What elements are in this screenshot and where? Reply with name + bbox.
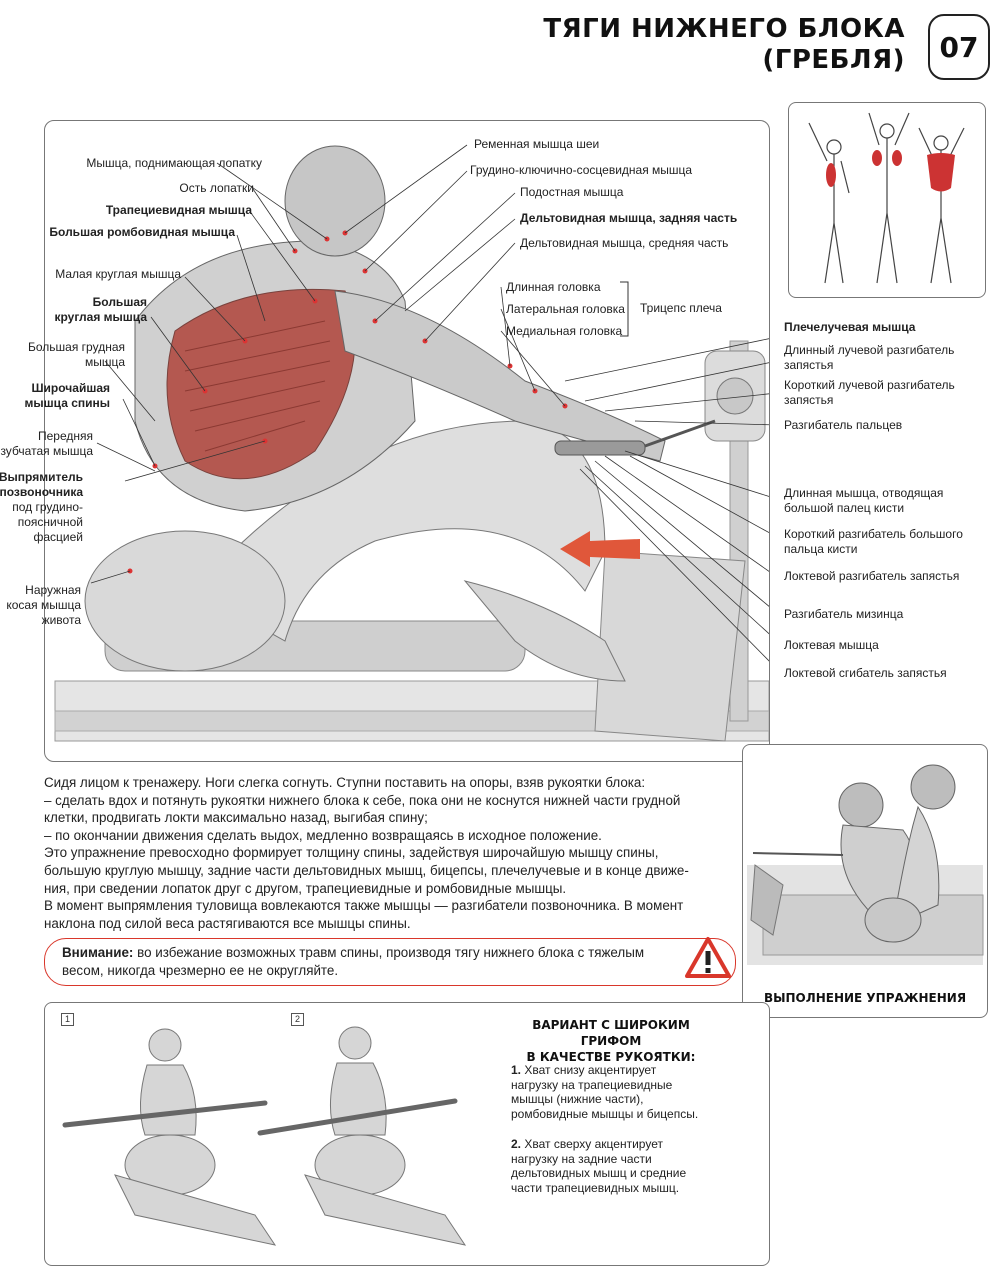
variant-item-1: 1. Хват снизу акцентирует нагрузку на тр… — [511, 1063, 751, 1121]
label-external-oblique-3: живота — [41, 613, 81, 627]
warning-text: Внимание: во избежание возможных травм с… — [62, 944, 682, 979]
description-line: – сделать вдох и потянуть рукоятки нижне… — [44, 792, 681, 808]
label-extensor-digitorum: Разгибатель пальцев — [784, 418, 903, 432]
description-line: ния, при сведении лопаток друг с другом,… — [44, 880, 567, 896]
label-erector-2: позвоночника — [0, 485, 83, 499]
label-ecu: Локтевой разгибатель запястья — [784, 569, 960, 583]
label-posterior-deltoid: Дельтовидная мышца, задняя часть — [520, 211, 738, 225]
description-line: Сидя лицом к тренажеру. Ноги слегка согн… — [44, 775, 646, 790]
variant-item-2: 2. Хват сверху акцентирует нагрузку на з… — [511, 1137, 751, 1195]
label-external-oblique-1: Наружная — [25, 583, 81, 597]
frame-number-2: 2 — [291, 1013, 304, 1026]
label-teres-minor: Малая круглая мышца — [55, 267, 181, 281]
exercise-description: Сидя лицом к тренажеру. Ноги слегка согн… — [44, 774, 734, 932]
label-infraspinatus: Подостная мышца — [520, 185, 624, 199]
triceps-bracket — [620, 281, 629, 337]
variant-item-2-number: 2. — [511, 1137, 522, 1151]
variant-item-2-line: части трапециевидных мышц. — [511, 1180, 680, 1195]
variant-item-2-line: Хват сверху акцентирует — [521, 1137, 663, 1151]
label-epb-1: Короткий разгибатель большого — [784, 527, 963, 541]
label-anconeus: Локтевая мышца — [784, 638, 879, 652]
description-line: В момент выпрямления туловища вовлекаютс… — [44, 898, 684, 914]
label-ecrb-1: Короткий лучевой разгибатель — [784, 378, 955, 392]
label-epb-2: пальца кисти — [784, 542, 858, 556]
label-triceps-long-head: Длинная головка — [506, 280, 601, 294]
execution-caption: ВЫПОЛНЕНИЕ УПРАЖНЕНИЯ — [763, 991, 967, 1005]
variant-title-line-2: В КАЧЕСТВЕ РУКОЯТКИ: — [526, 1050, 696, 1064]
label-triceps-medial-head: Медиальная головка — [506, 324, 623, 338]
execution-photo-illustration — [747, 764, 984, 965]
muscle-map-figures — [808, 112, 965, 284]
description-line: клетки, продвигать локти максимально наз… — [44, 810, 428, 826]
label-fcu: Локтевой сгибатель запястья — [784, 666, 947, 680]
variant-item-1-number: 1. — [511, 1063, 522, 1077]
wide-grip-illustrations — [62, 1026, 467, 1246]
title-line-2: (ГРЕБЛЯ) — [762, 45, 905, 75]
label-rhomboid-major: Большая ромбовидная мышца — [49, 225, 235, 239]
label-scapular-spine: Ость лопатки — [179, 181, 254, 195]
warning-line-2: весом, никогда чрезмерно ее не округляйт… — [62, 962, 339, 978]
label-apl-1: Длинная мышца, отводящая — [784, 486, 944, 500]
variant-item-2-line: дельтовидных мышц и средние — [511, 1166, 687, 1180]
frame-number-1: 1 — [61, 1013, 74, 1026]
rowing-anatomy-illustration — [54, 144, 778, 742]
label-erector-3: под грудино- — [12, 500, 83, 514]
label-trapezius: Трапециевидная мышца — [105, 203, 252, 217]
label-ecrl-1: Длинный лучевой разгибатель — [784, 343, 955, 357]
warning-label: Внимание: — [62, 945, 134, 960]
label-erector-5: фасцией — [33, 530, 84, 544]
label-pectoralis-major-2: мышца — [84, 355, 125, 369]
label-serratus-1: Передняя — [37, 429, 93, 443]
label-levator-scapulae: Мышца, поднимающая лопатку — [86, 156, 262, 170]
description-line: Это упражнение превосходно формирует тол… — [44, 845, 659, 861]
main-illustration-panel — [44, 120, 778, 762]
label-edm: Разгибатель мизинца — [784, 607, 904, 621]
variant-item-1-line: мышцы (нижние части), — [511, 1092, 644, 1106]
label-triceps: Трицепс плеча — [640, 301, 722, 315]
label-middle-deltoid: Дельтовидная мышца, средняя часть — [520, 236, 729, 250]
label-teres-major-2: круглая мышца — [54, 310, 147, 324]
variant-item-1-line: нагрузку на трапециевидные — [511, 1077, 673, 1092]
label-sternocleidomastoid: Грудино-ключично-сосцевидная мышца — [470, 163, 693, 177]
variant-item-1-line: Хват снизу акцентирует — [521, 1063, 657, 1077]
label-triceps-lateral-head: Латеральная головка — [506, 302, 625, 316]
label-serratus-2: зубчатая мышца — [0, 444, 93, 458]
label-ecrb-2: запястья — [784, 393, 834, 407]
label-erector-4: поясничной — [17, 515, 83, 529]
variant-title-line-1: ВАРИАНТ С ШИРОКИМ ГРИФОМ — [532, 1018, 690, 1048]
variant-item-1-line: ромбовидные мышцы и бицепсы. — [511, 1106, 699, 1121]
label-erector-1: Выпрямитель — [0, 470, 83, 484]
label-brachioradialis: Плечелучевая мышца — [784, 320, 916, 334]
label-pectoralis-major-1: Большая грудная — [28, 340, 125, 354]
warning-triangle-icon — [685, 937, 731, 978]
warning-box — [44, 938, 736, 986]
variant-item-2-line: нагрузку на задние части — [511, 1151, 652, 1166]
exercise-number-badge: 07 — [928, 14, 990, 80]
label-ecrl-2: запястья — [784, 358, 834, 372]
page-title: ТЯГИ НИЖНЕГО БЛОКА (ГРЕБЛЯ) — [543, 14, 905, 76]
label-teres-major-1: Большая — [92, 295, 147, 309]
execution-panel: ВЫПОЛНЕНИЕ УПРАЖНЕНИЯ — [742, 744, 988, 1018]
muscle-map-panel — [788, 102, 986, 298]
description-line: наклона под силой веса растягиваются все… — [44, 915, 411, 931]
title-line-1: ТЯГИ НИЖНЕГО БЛОКА — [543, 14, 905, 44]
label-external-oblique-2: косая мышца — [6, 598, 81, 612]
label-apl-2: большой палец кисти — [784, 501, 905, 515]
warning-line-1: во избежание возможных травм спины, прои… — [133, 945, 645, 960]
label-latissimus-1: Широчайшая — [31, 381, 111, 395]
variant-title: ВАРИАНТ С ШИРОКИМ ГРИФОМ В КАЧЕСТВЕ РУКО… — [505, 1017, 717, 1065]
description-line: – по окончании движения сделать выдох, м… — [44, 827, 602, 843]
label-latissimus-2: мышца спины — [24, 396, 110, 410]
description-line: большую круглую мышцу, задние части дель… — [44, 862, 689, 878]
label-splenius: Ременная мышца шеи — [474, 137, 600, 151]
variant-panel: 1 2 ВАРИАНТ С ШИРОКИМ ГРИФОМ В КАЧЕСТВЕ … — [44, 1002, 770, 1266]
